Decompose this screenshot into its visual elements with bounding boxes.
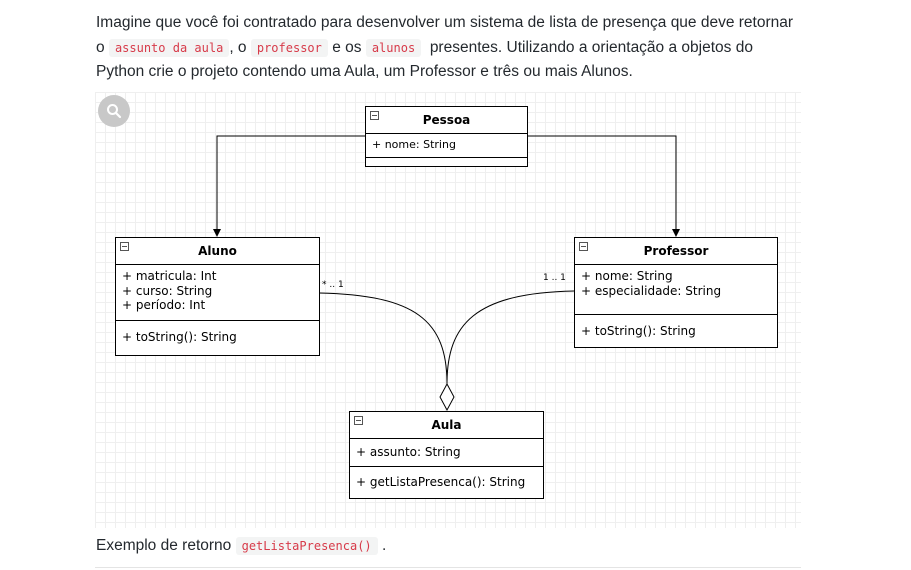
uml-diagram: Pessoa + nome: String Aluno + matricula:… <box>95 92 801 528</box>
aggregation-diamond <box>439 382 455 412</box>
class-aula-attrs: + assunto: String <box>350 439 543 467</box>
collapse-icon[interactable] <box>120 242 129 251</box>
collapse-icon[interactable] <box>370 111 379 120</box>
multiplicity-professor: 1 .. 1 <box>543 273 566 283</box>
class-aula[interactable]: Aula + assunto: String + getListaPresenc… <box>349 411 544 499</box>
intro-text-4: presentes. Utilizando a orientação a obj… <box>96 38 753 81</box>
code-assunto: assunto da aula <box>108 38 230 57</box>
attr-line: + nome: String <box>581 269 673 283</box>
class-aula-header: Aula <box>350 412 543 439</box>
magnifier-icon <box>107 104 122 119</box>
class-aluno-title: Aluno <box>198 244 237 258</box>
class-pessoa-header: Pessoa <box>366 107 527 134</box>
arrowhead-aluno <box>213 229 221 237</box>
collapse-icon[interactable] <box>579 242 588 251</box>
multiplicity-aluno: * .. 1 <box>322 280 344 290</box>
footer-paragraph: Exemplo de retorno getListaPresenca() . <box>96 537 386 555</box>
class-professor-attrs: + nome: String + especialidade: String <box>575 265 777 315</box>
association-professor-aula <box>446 290 575 385</box>
class-pessoa-title: Pessoa <box>422 113 471 127</box>
association-aluno-aula <box>318 292 448 385</box>
section-divider <box>95 567 801 568</box>
footer-period: . <box>381 537 387 554</box>
attr-line: + matricula: Int <box>122 269 217 283</box>
intro-text-2: , o <box>229 38 247 56</box>
class-professor-methods: + toString(): String <box>575 315 777 343</box>
class-pessoa-attrs: + nome: String <box>366 134 527 158</box>
code-getlistapresenca: getListaPresenca() <box>235 537 378 555</box>
class-professor-header: Professor <box>575 238 777 265</box>
diagram-connectors <box>213 135 680 412</box>
arrowhead-professor <box>672 229 680 237</box>
class-aula-title: Aula <box>431 418 462 432</box>
method-line: + getListaPresenca(): String <box>356 475 526 489</box>
collapse-icon[interactable] <box>354 416 363 425</box>
intro-paragraph: Imagine que você foi contratado para des… <box>96 11 796 85</box>
intro-text-3: e os <box>332 38 362 56</box>
inheritance-line-professor <box>527 135 677 229</box>
inheritance-line-aluno <box>216 135 365 229</box>
attr-line: + nome: String <box>372 138 456 151</box>
class-pessoa[interactable]: Pessoa + nome: String <box>365 106 528 167</box>
class-professor-title: Professor <box>643 244 709 258</box>
class-aluno-header: Aluno <box>116 238 319 265</box>
method-line: + toString(): String <box>581 324 696 338</box>
class-aula-methods: + getListaPresenca(): String <box>350 467 543 494</box>
class-professor[interactable]: Professor + nome: String + especialidade… <box>574 237 778 348</box>
zoom-button[interactable] <box>98 95 130 127</box>
attr-line: + curso: String <box>122 283 213 298</box>
method-line: + toString(): String <box>122 330 237 344</box>
footer-text: Exemplo de retorno <box>96 537 232 554</box>
attr-line: + especialidade: String <box>581 283 722 298</box>
class-aluno[interactable]: Aluno + matricula: Int + curso: String +… <box>115 237 320 356</box>
code-alunos: alunos <box>365 38 422 57</box>
class-aluno-attrs: + matricula: Int + curso: String + perío… <box>116 265 319 321</box>
attr-line: + período: Int <box>122 298 206 312</box>
intro-text-1: Imagine que você foi contratado para des… <box>96 14 794 56</box>
class-aluno-methods: + toString(): String <box>116 321 319 349</box>
code-professor: professor <box>250 38 328 57</box>
attr-line: + assunto: String <box>356 445 461 459</box>
